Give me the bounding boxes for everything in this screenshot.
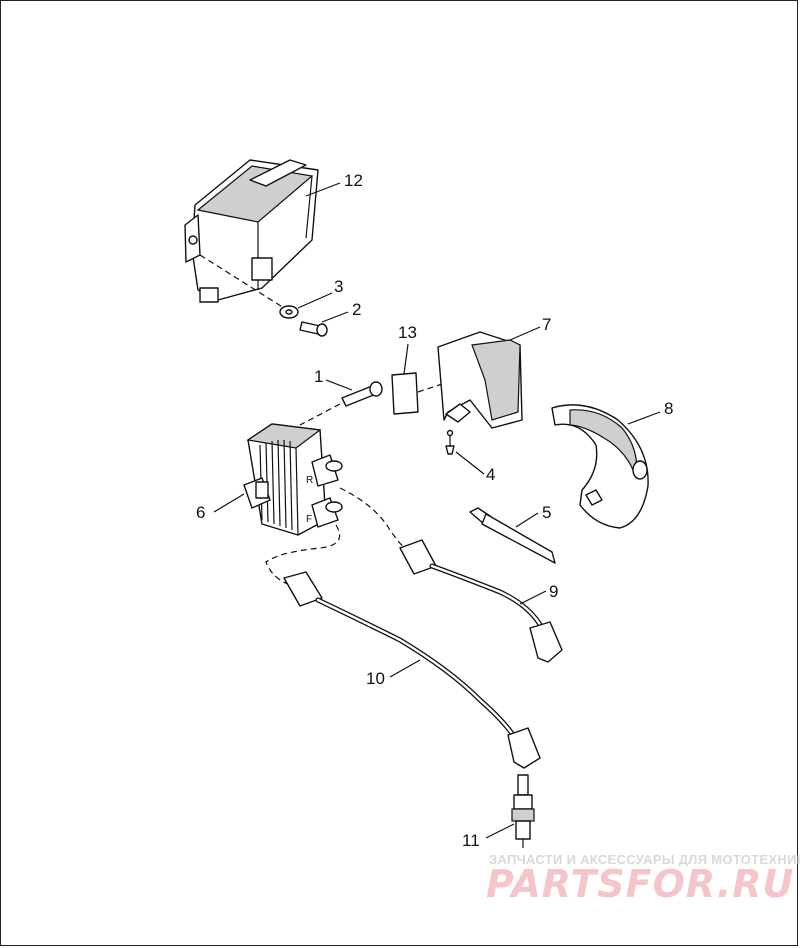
callout-9: 9: [549, 582, 558, 601]
callout-5: 5: [542, 503, 551, 522]
callout-labels: 12 3 2 13 7 1 8 4 6 5 9 10 11: [196, 171, 673, 850]
watermark-logo: PARTSFOR.RU: [486, 862, 795, 906]
callout-1: 1: [314, 367, 323, 386]
part-1-bolt: [299, 381, 383, 426]
callout-13: 13: [398, 323, 417, 342]
callout-6: 6: [196, 503, 205, 522]
part-9-spark-plug-wire: [399, 539, 563, 663]
callout-11: 11: [462, 831, 480, 850]
front-terminal-mark: F: [306, 514, 312, 525]
part-6-ignition-coil: R F: [243, 423, 343, 536]
part-11-spark-plug: [511, 774, 535, 848]
callout-8: 8: [664, 399, 673, 418]
part-8-cover: [551, 404, 649, 529]
rear-terminal-mark: R: [306, 475, 313, 486]
part-13-pad: [391, 372, 443, 415]
callout-12: 12: [344, 171, 363, 190]
part-2-screw: [299, 321, 328, 337]
leader-lines: [213, 182, 661, 839]
part-10-spark-plug-wire: [283, 571, 541, 769]
watermark-subtitle: ЗАПЧАСТИ И АКСЕССУАРЫ ДЛЯ МОТОТЕХНИКИ: [489, 852, 800, 867]
callout-2: 2: [352, 300, 361, 319]
part-5-cable-tie: [469, 507, 556, 564]
part-7-bracket: [437, 331, 523, 455]
part-3-washer: [279, 305, 299, 319]
callout-7: 7: [542, 315, 551, 334]
callout-3: 3: [334, 277, 343, 296]
callout-10: 10: [366, 669, 385, 688]
callout-4: 4: [486, 465, 495, 484]
part-12-control-module: [184, 159, 319, 309]
